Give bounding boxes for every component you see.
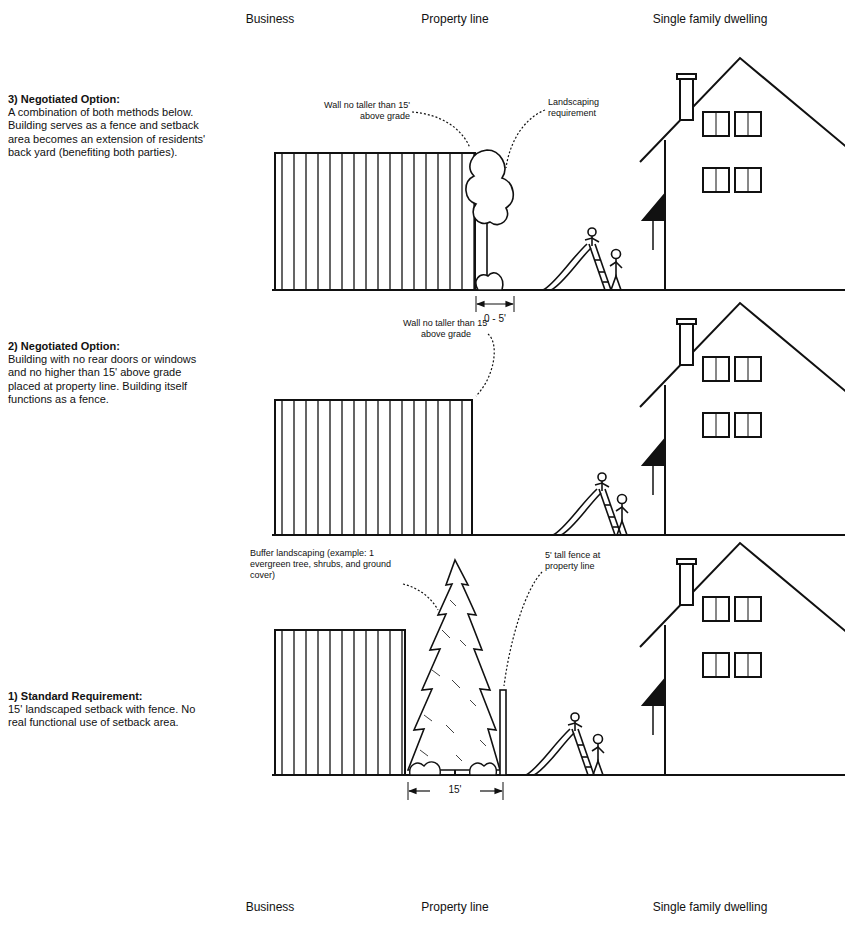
callout-note: Wall no taller than 15' above grade — [318, 100, 410, 122]
option-heading: 2) Negotiated Option: — [8, 340, 208, 353]
column-heading: Single family dwelling — [625, 900, 795, 914]
label-holder: Single family dwelling — [625, 12, 795, 26]
column-heading: Business — [215, 900, 325, 914]
callout-note: Wall no taller than 15' above grade — [400, 318, 492, 340]
label-holder: Wall no taller than 15' above grade — [400, 318, 492, 340]
callout-note: Buffer landscaping (example: 1 evergreen… — [250, 548, 402, 580]
callout-note: 5' tall fence at property line — [545, 550, 635, 572]
label-holder: 15' — [432, 784, 478, 796]
column-heading: Single family dwelling — [625, 12, 795, 26]
label-holder: Business — [215, 12, 325, 26]
label-holder: 5' tall fence at property line — [545, 550, 635, 572]
label-holder: Property line — [395, 900, 515, 914]
label-holder: 2) Negotiated Option:Building with no re… — [8, 340, 208, 406]
option-heading: 1) Standard Requirement: — [8, 690, 208, 703]
column-heading: Property line — [395, 900, 515, 914]
dimension-label: 15' — [432, 784, 478, 796]
option-description: 15' landscaped setback with fence. No re… — [8, 703, 208, 729]
label-holder: 1) Standard Requirement:15' landscaped s… — [8, 690, 208, 730]
label-holder: Single family dwelling — [625, 900, 795, 914]
option-description: Building with no rear doors or windows a… — [8, 353, 208, 406]
option-heading: 3) Negotiated Option: — [8, 93, 208, 106]
option-description: A combination of both methods below. Bui… — [8, 106, 208, 159]
column-heading: Business — [215, 12, 325, 26]
label-holder: Wall no taller than 15' above grade — [318, 100, 410, 122]
callout-note: Landscaping requirement — [548, 97, 628, 119]
label-holder: 3) Negotiated Option:A combination of bo… — [8, 93, 208, 159]
label-holder: Landscaping requirement — [548, 97, 628, 119]
label-holder: Buffer landscaping (example: 1 evergreen… — [250, 548, 402, 580]
label-holder: Business — [215, 900, 325, 914]
column-heading: Property line — [395, 12, 515, 26]
label-holder: Property line — [395, 12, 515, 26]
